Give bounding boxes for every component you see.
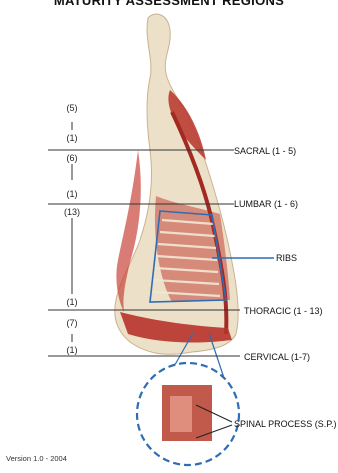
count-lumbar-first: (1) [60,189,84,199]
label-spinal-process: SPINAL PROCESS (S.P.) [234,419,337,429]
count-thoracic-total: (13) [60,207,84,217]
label-sacral: SACRAL (1 - 5) [234,146,296,156]
count-thoracic-first: (1) [60,297,84,307]
count-cervical-total: (7) [60,318,84,328]
label-thoracic: THORACIC (1 - 13) [244,306,323,316]
label-lumbar: LUMBAR (1 - 6) [234,199,298,209]
count-sacral-total: (5) [60,103,84,113]
label-cervical: CERVICAL (1-7) [244,352,310,362]
count-sacral-first: (1) [60,133,84,143]
diagram-title: MATURITY ASSESSMENT REGIONS [0,0,338,8]
count-cervical-first: (1) [60,345,84,355]
count-lumbar-total: (6) [60,153,84,163]
spinal-zoom-highlight [170,396,192,432]
label-ribs: RIBS [276,253,297,263]
version-text: Version 1.0 - 2004 [6,454,67,463]
